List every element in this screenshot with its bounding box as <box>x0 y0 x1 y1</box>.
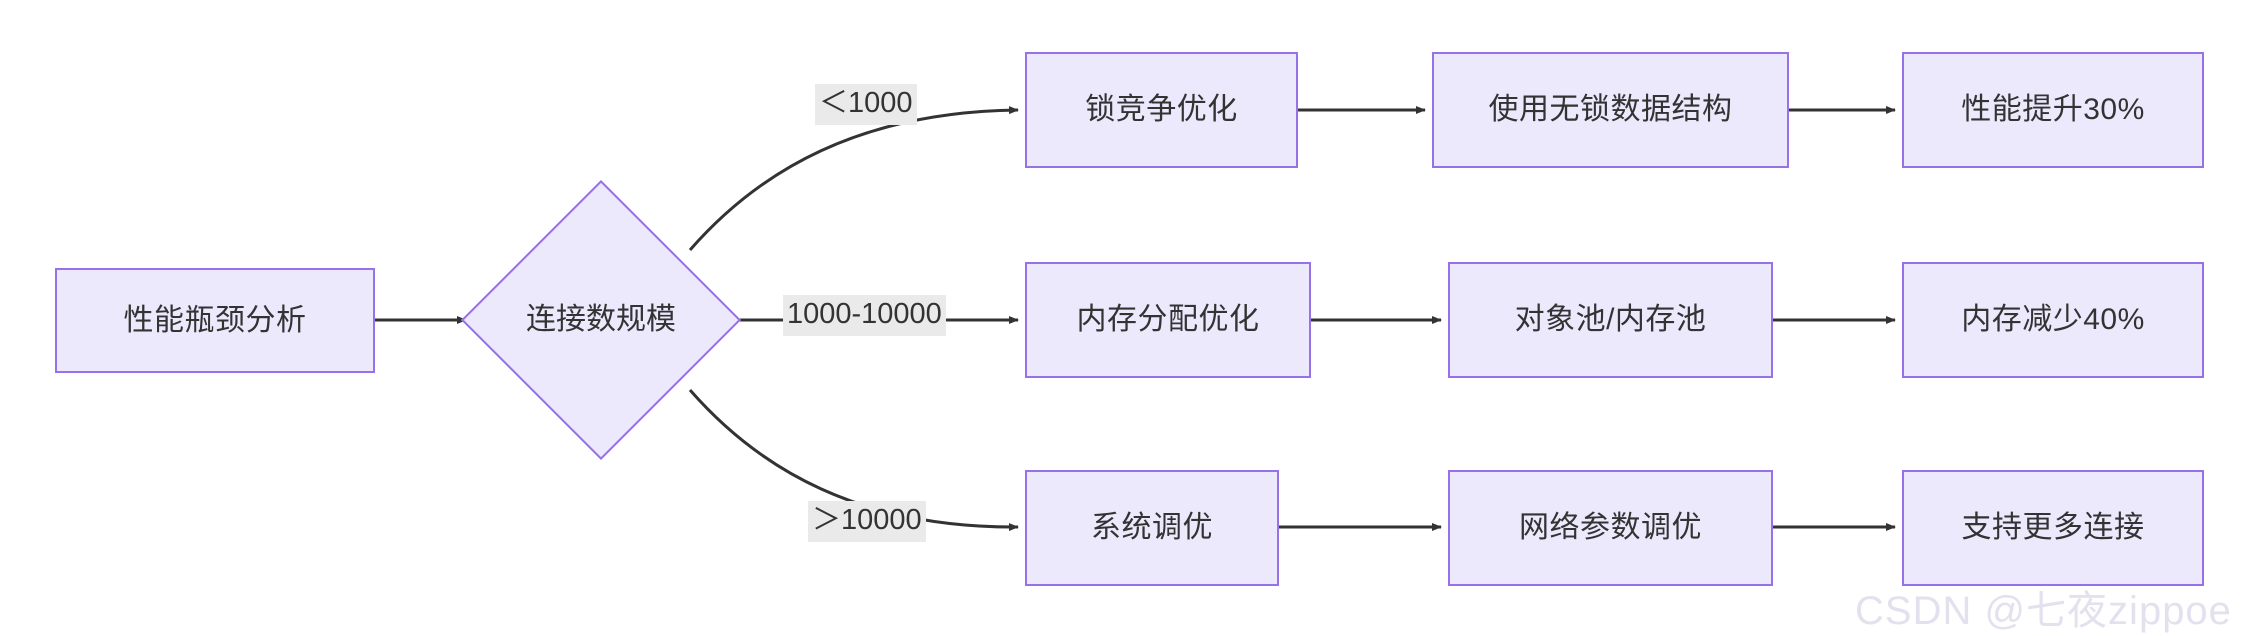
node-row2-2[interactable]: 内存减少40% <box>1902 262 2204 378</box>
node-decision-label-wrap: 连接数规模 <box>481 290 721 350</box>
node-row1-0-label: 锁竞争优化 <box>1085 93 1238 126</box>
node-row3-1[interactable]: 网络参数调优 <box>1448 470 1773 586</box>
node-row1-0[interactable]: 锁竞争优化 <box>1025 52 1298 168</box>
edge-label-branch-bottom-text: ＞10000 <box>812 504 922 536</box>
node-row1-1-label: 使用无锁数据结构 <box>1488 93 1733 126</box>
edge-decision-to-row3 <box>688 389 1019 532</box>
node-row3-2[interactable]: 支持更多连接 <box>1902 470 2204 586</box>
node-row2-0-label: 内存分配优化 <box>1076 303 1260 336</box>
node-row1-2[interactable]: 性能提升30% <box>1902 52 2204 168</box>
node-row2-1[interactable]: 对象池/内存池 <box>1448 262 1773 378</box>
node-row3-0[interactable]: 系统调优 <box>1025 470 1279 586</box>
node-row1-2-label: 性能提升30% <box>1961 93 2145 126</box>
edge-label-branch-middle: 1000-10000 <box>783 295 946 336</box>
node-row2-0[interactable]: 内存分配优化 <box>1025 262 1311 378</box>
node-row3-0-label: 系统调优 <box>1091 511 1213 544</box>
csdn-watermark-text: CSDN @七夜zippoe <box>1855 589 2232 633</box>
node-row1-1[interactable]: 使用无锁数据结构 <box>1432 52 1789 168</box>
csdn-watermark: CSDN @七夜zippoe <box>1855 578 2232 636</box>
edge-label-branch-top: ＜1000 <box>815 84 917 125</box>
node-row2-2-label: 内存减少40% <box>1961 303 2145 336</box>
edge-decision-to-row1 <box>688 106 1019 251</box>
edge-label-branch-bottom: ＞10000 <box>808 501 926 542</box>
node-start-label: 性能瓶颈分析 <box>123 303 307 337</box>
edge-label-branch-middle-text: 1000-10000 <box>787 298 942 330</box>
node-row3-2-label: 支持更多连接 <box>1961 511 2145 544</box>
node-row3-1-label: 网络参数调优 <box>1519 511 1702 544</box>
node-start[interactable]: 性能瓶颈分析 <box>55 268 375 373</box>
edge-label-branch-top-text: ＜1000 <box>819 87 913 119</box>
node-decision-label: 连接数规模 <box>526 303 676 336</box>
node-row2-1-label: 对象池/内存池 <box>1514 303 1707 336</box>
